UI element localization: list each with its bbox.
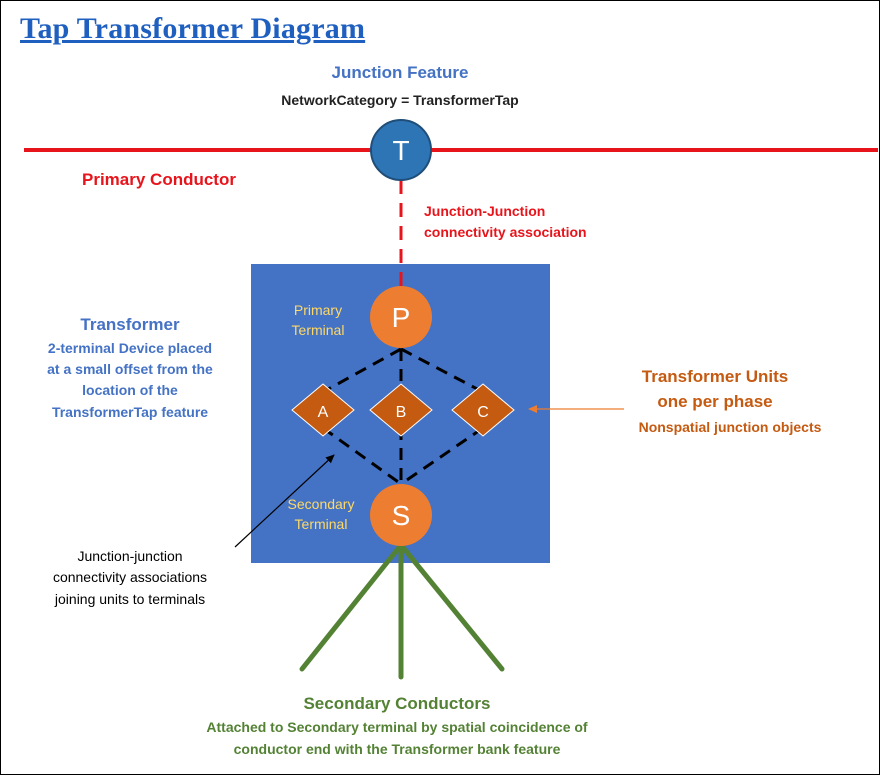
secondary-conductors-line-1: Attached to Secondary terminal by spatia… <box>206 719 588 735</box>
transformer-line-2: at a small offset from the <box>47 361 213 377</box>
jj-association-label-1: Junction-Junction <box>424 203 546 219</box>
transformer-heading: Transformer <box>80 315 180 334</box>
unit-diamond-c: C <box>451 383 515 437</box>
page-title: Tap Transformer Diagram <box>20 12 366 45</box>
transformer-units-sub: Nonspatial junction objects <box>638 419 822 435</box>
transformer-line-1: 2-terminal Device placed <box>47 340 213 356</box>
junction-feature-node: T <box>370 119 432 181</box>
primary-terminal: P <box>370 286 432 348</box>
secondary-conductors-heading: Secondary Conductors <box>303 694 491 713</box>
secondary-conductor-lines <box>299 542 505 680</box>
jj-units-note-1: Junction-junction <box>77 548 183 564</box>
primary-terminal-label-2: Terminal <box>291 322 345 338</box>
primary-terminal-symbol: P <box>392 302 411 333</box>
secondary-terminal-label-2: Terminal <box>294 516 348 532</box>
transformer-line-3: location of the <box>82 382 178 398</box>
unit-label-c: C <box>477 404 489 421</box>
unit-diamond-b: B <box>369 383 433 437</box>
unit-diamond-a: A <box>291 383 355 437</box>
junction-symbol: T <box>392 135 409 166</box>
unit-association-lines <box>322 347 484 486</box>
transformer-line-4: TransformerTap feature <box>51 404 209 420</box>
primary-conductor-label: Primary Conductor <box>82 170 236 189</box>
secondary-terminal-symbol: S <box>392 500 411 531</box>
transformer-units-heading-2: one per phase <box>657 392 773 411</box>
junction-subheading: NetworkCategory = TransformerTap <box>281 92 519 108</box>
jj-units-note-2: connectivity associations <box>52 569 208 585</box>
secondary-terminal-label-1: Secondary <box>287 496 355 512</box>
primary-terminal-label-1: Primary <box>293 302 343 318</box>
jj-association-label-2: connectivity association <box>424 224 587 240</box>
jj-units-note-arrow <box>234 454 335 548</box>
unit-label-a: A <box>318 404 329 421</box>
unit-label-b: B <box>396 404 407 421</box>
junction-heading: Junction Feature <box>331 63 469 82</box>
transformer-units-heading-1: Transformer Units <box>641 367 789 386</box>
jj-units-note-3: joining units to terminals <box>54 591 206 607</box>
secondary-terminal: S <box>370 484 432 546</box>
secondary-conductors-line-2: conductor end with the Transformer bank … <box>233 741 561 757</box>
